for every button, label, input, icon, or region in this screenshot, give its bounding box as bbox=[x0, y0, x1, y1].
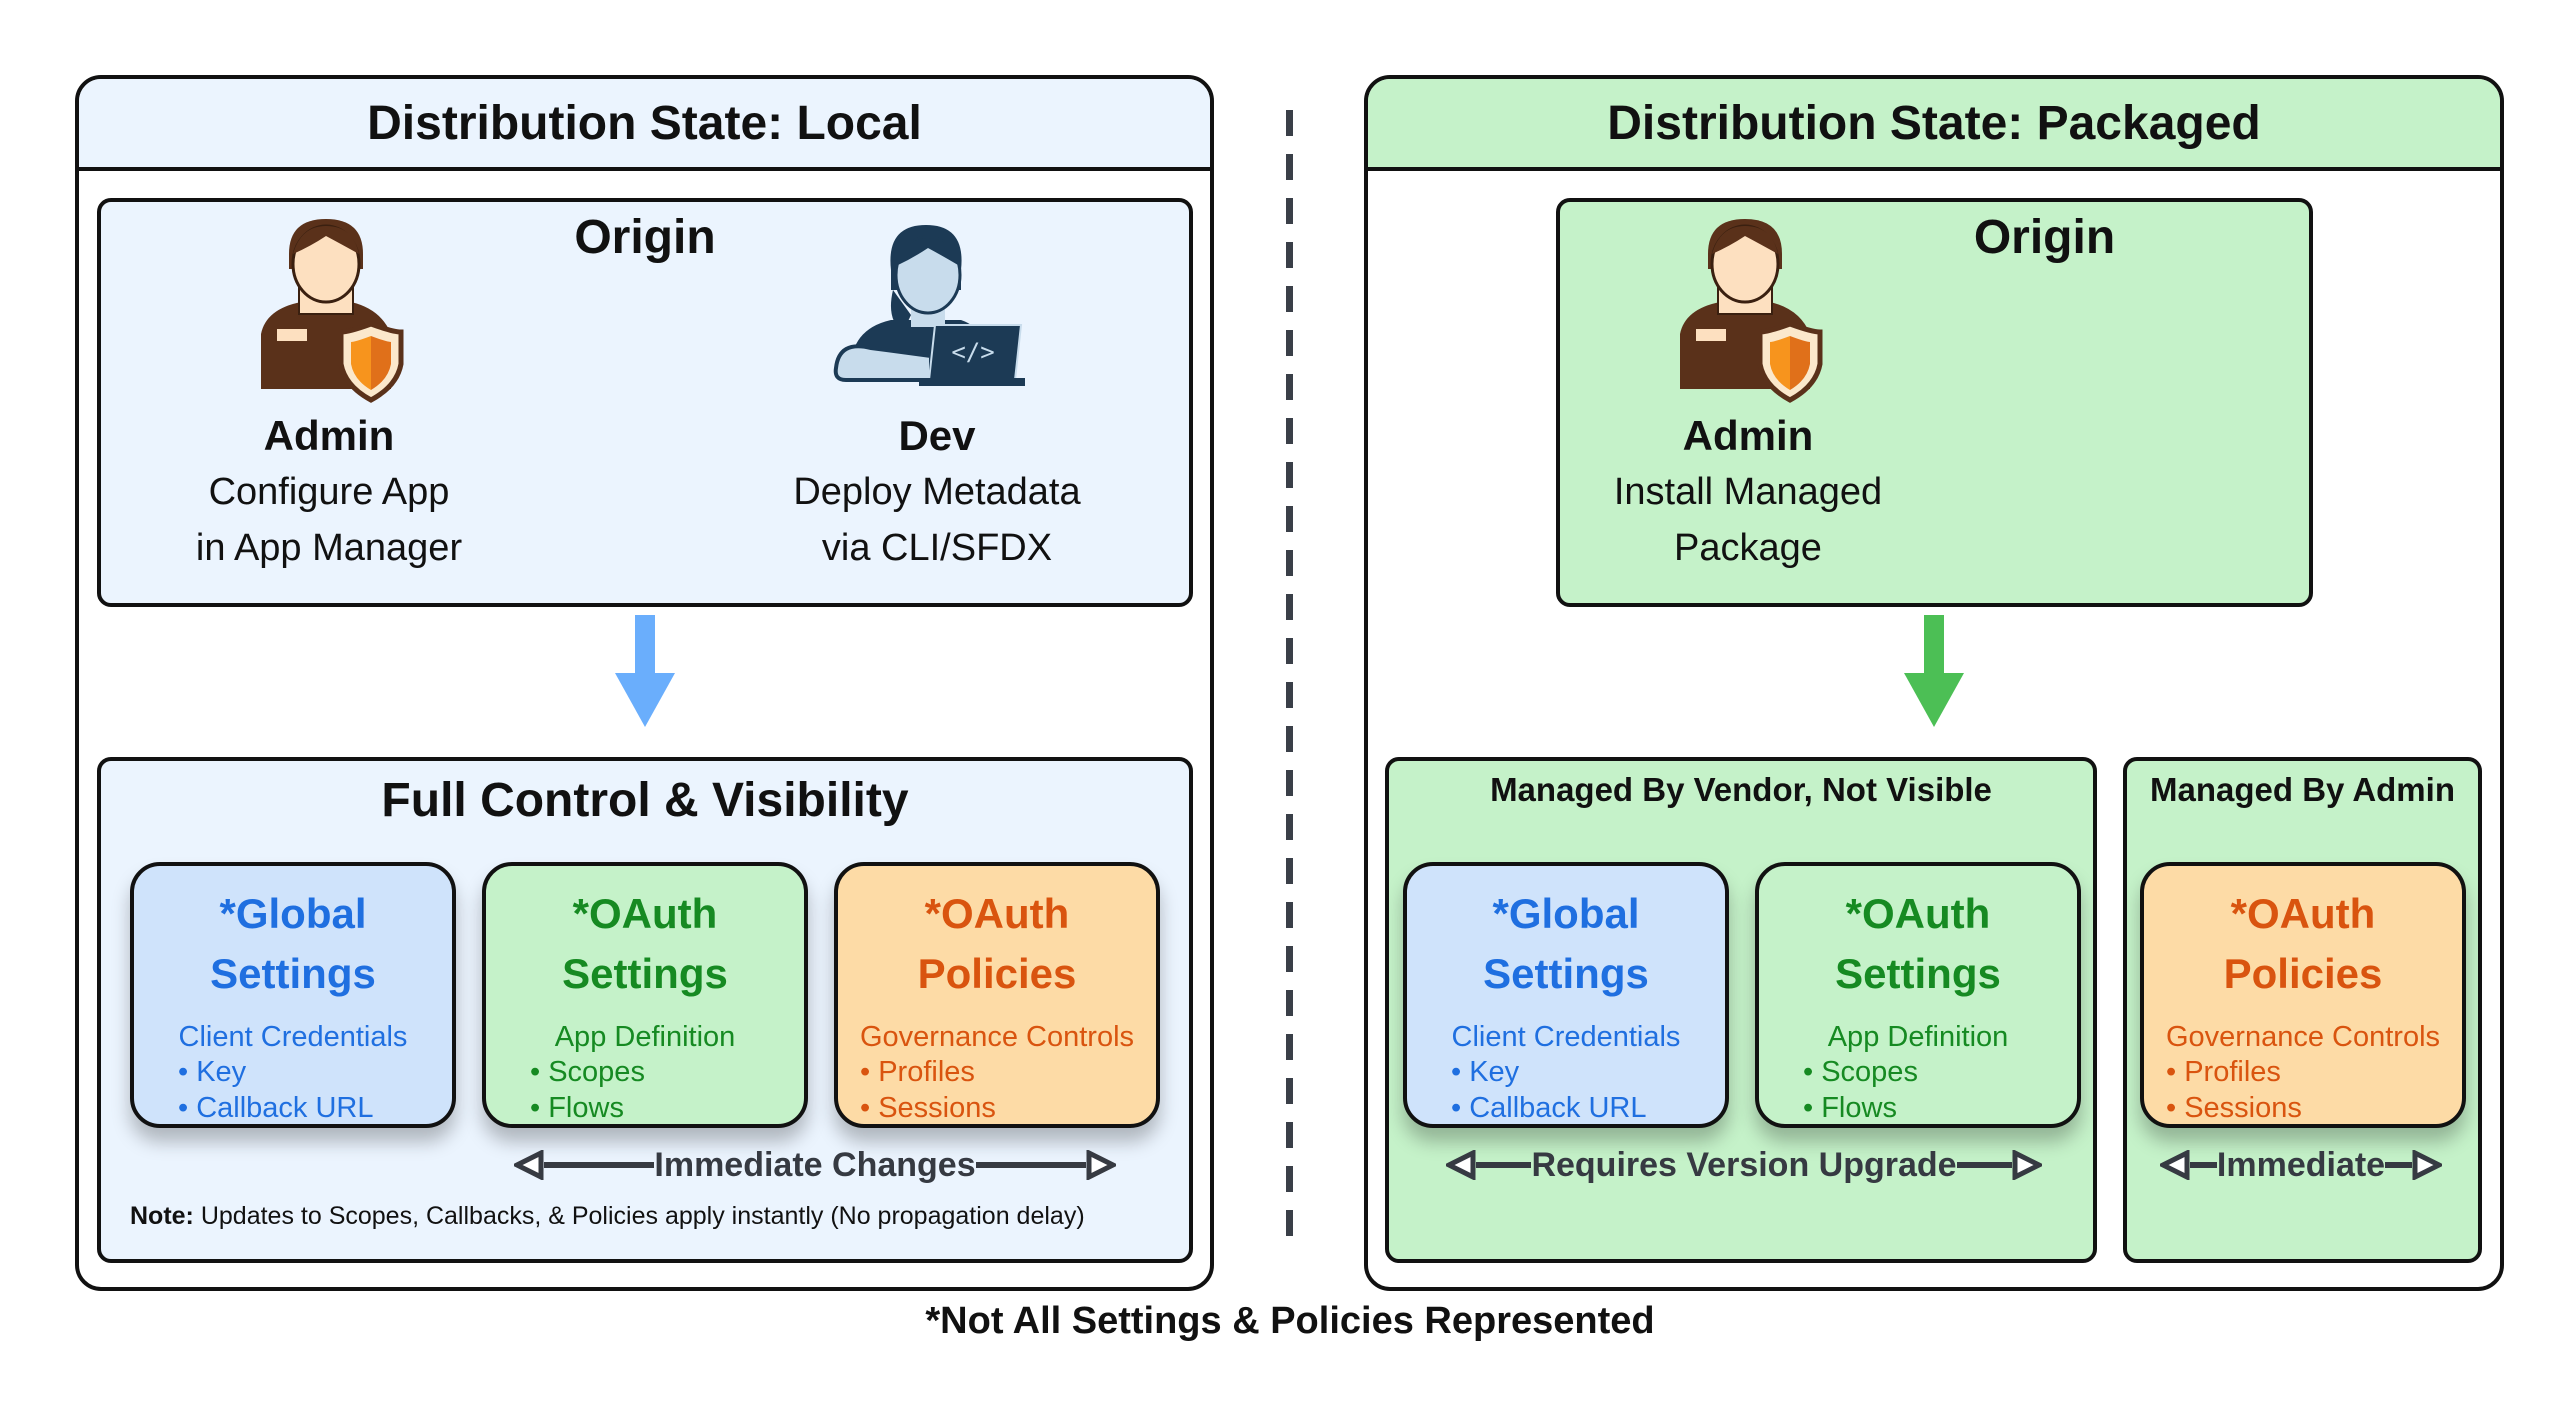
card-item: • Key bbox=[178, 1056, 247, 1088]
footnote: *Not All Settings & Policies Represented bbox=[925, 1300, 1655, 1342]
full-control-title: Full Control & Visibility bbox=[381, 774, 909, 827]
propagation-note: Note: Updates to Scopes, Callbacks, & Po… bbox=[130, 1202, 1085, 1231]
arrow-line bbox=[2385, 1162, 2412, 1168]
card-item: • Flows bbox=[1803, 1092, 1897, 1124]
arrow-label: Requires Version Upgrade bbox=[1531, 1145, 1957, 1184]
arrow-label: Immediate bbox=[2216, 1145, 2386, 1184]
managed-by-admin-title: Managed By Admin bbox=[2150, 771, 2455, 808]
admin-shield-icon bbox=[1680, 219, 1823, 403]
packaged-origin-title: Origin bbox=[1973, 211, 2116, 264]
arrow-right-icon bbox=[2012, 1150, 2043, 1180]
card-subtitle: App Definition bbox=[554, 1021, 736, 1053]
packaged-admin-desc-1: Install Managed bbox=[1613, 471, 1883, 513]
arrow-line bbox=[1956, 1162, 2013, 1168]
card-title-1: *OAuth bbox=[572, 890, 718, 937]
card-item: • Key bbox=[1451, 1056, 1520, 1088]
local-admin-desc-2: in App Manager bbox=[195, 527, 463, 569]
card-title-2: Settings bbox=[1483, 950, 1649, 997]
card-title-2: Policies bbox=[2223, 950, 2383, 997]
packaged-down-arrow-icon bbox=[1904, 615, 1964, 727]
card-item: • Profiles bbox=[2166, 1056, 2281, 1088]
code-glyph: </> bbox=[951, 338, 994, 366]
immediate-changes-arrow: Immediate Changes bbox=[514, 1142, 1116, 1188]
arrow-left-icon bbox=[1446, 1150, 1476, 1180]
local-dev-desc-1: Deploy Metadata bbox=[793, 471, 1081, 513]
requires-version-upgrade-arrow: Requires Version Upgrade bbox=[1446, 1142, 2043, 1188]
card-item: • Scopes bbox=[1803, 1056, 1918, 1088]
card-item: • Sessions bbox=[2166, 1092, 2302, 1124]
packaged-admin-name: Admin bbox=[1682, 412, 1814, 459]
card-item: • Callback URL bbox=[1451, 1092, 1647, 1124]
arrow-left-icon bbox=[2160, 1150, 2190, 1180]
card-item: • Profiles bbox=[860, 1056, 975, 1088]
card-title-2: Settings bbox=[1835, 950, 2001, 997]
arrow-label: Immediate Changes bbox=[654, 1145, 976, 1184]
arrow-line bbox=[975, 1162, 1086, 1168]
admin-shield-icon bbox=[261, 219, 404, 403]
local-dev-desc-2: via CLI/SFDX bbox=[821, 527, 1053, 569]
arrow-left-icon bbox=[514, 1150, 544, 1180]
card-subtitle: App Definition bbox=[1827, 1021, 2009, 1053]
card-subtitle: Governance Controls bbox=[859, 1021, 1135, 1053]
arrow-line bbox=[1476, 1162, 1532, 1168]
note-text: Updates to Scopes, Callbacks, & Policies… bbox=[193, 1202, 1085, 1230]
card-title-1: *OAuth bbox=[1845, 890, 1991, 937]
card-subtitle: Client Credentials bbox=[178, 1021, 408, 1053]
card-subtitle: Governance Controls bbox=[2165, 1021, 2441, 1053]
card-title-2: Settings bbox=[562, 950, 728, 997]
arrow-right-icon bbox=[2412, 1150, 2442, 1180]
note-label: Note: bbox=[130, 1202, 194, 1230]
packaged-panel-header: Distribution State: Packaged bbox=[1368, 79, 2500, 171]
card-item: • Flows bbox=[530, 1092, 624, 1124]
local-admin-name: Admin bbox=[263, 412, 395, 459]
local-admin-desc-1: Configure App bbox=[208, 471, 450, 513]
immediate-arrow: Immediate bbox=[2160, 1142, 2442, 1188]
packaged-origin-box: Origin Admin Install Managed Package bbox=[1556, 198, 2313, 607]
card-item: • Scopes bbox=[530, 1056, 645, 1088]
arrow-line bbox=[544, 1162, 655, 1168]
local-dev-name: Dev bbox=[898, 412, 976, 459]
card-title-2: Policies bbox=[917, 950, 1077, 997]
card-title-2: Settings bbox=[210, 950, 376, 997]
local-origin-box: Origin Admin Configure App in App Manage… bbox=[97, 198, 1193, 607]
card-title-1: *Global bbox=[219, 890, 367, 937]
arrow-line bbox=[2190, 1162, 2217, 1168]
developer-laptop-icon: </> bbox=[833, 225, 1025, 386]
card-item: • Sessions bbox=[860, 1092, 996, 1124]
local-panel-header: Distribution State: Local bbox=[79, 79, 1210, 171]
managed-by-vendor-title: Managed By Vendor, Not Visible bbox=[1490, 771, 1992, 808]
card-item: • Callback URL bbox=[178, 1092, 374, 1124]
card-title-1: *OAuth bbox=[2230, 890, 2376, 937]
local-origin-title: Origin bbox=[574, 211, 716, 264]
card-title-1: *OAuth bbox=[924, 890, 1070, 937]
card-subtitle: Client Credentials bbox=[1451, 1021, 1681, 1053]
card-title-1: *Global bbox=[1492, 890, 1640, 937]
local-down-arrow-icon bbox=[615, 615, 675, 727]
arrow-right-icon bbox=[1086, 1150, 1116, 1180]
packaged-admin-desc-2: Package bbox=[1674, 527, 1822, 569]
